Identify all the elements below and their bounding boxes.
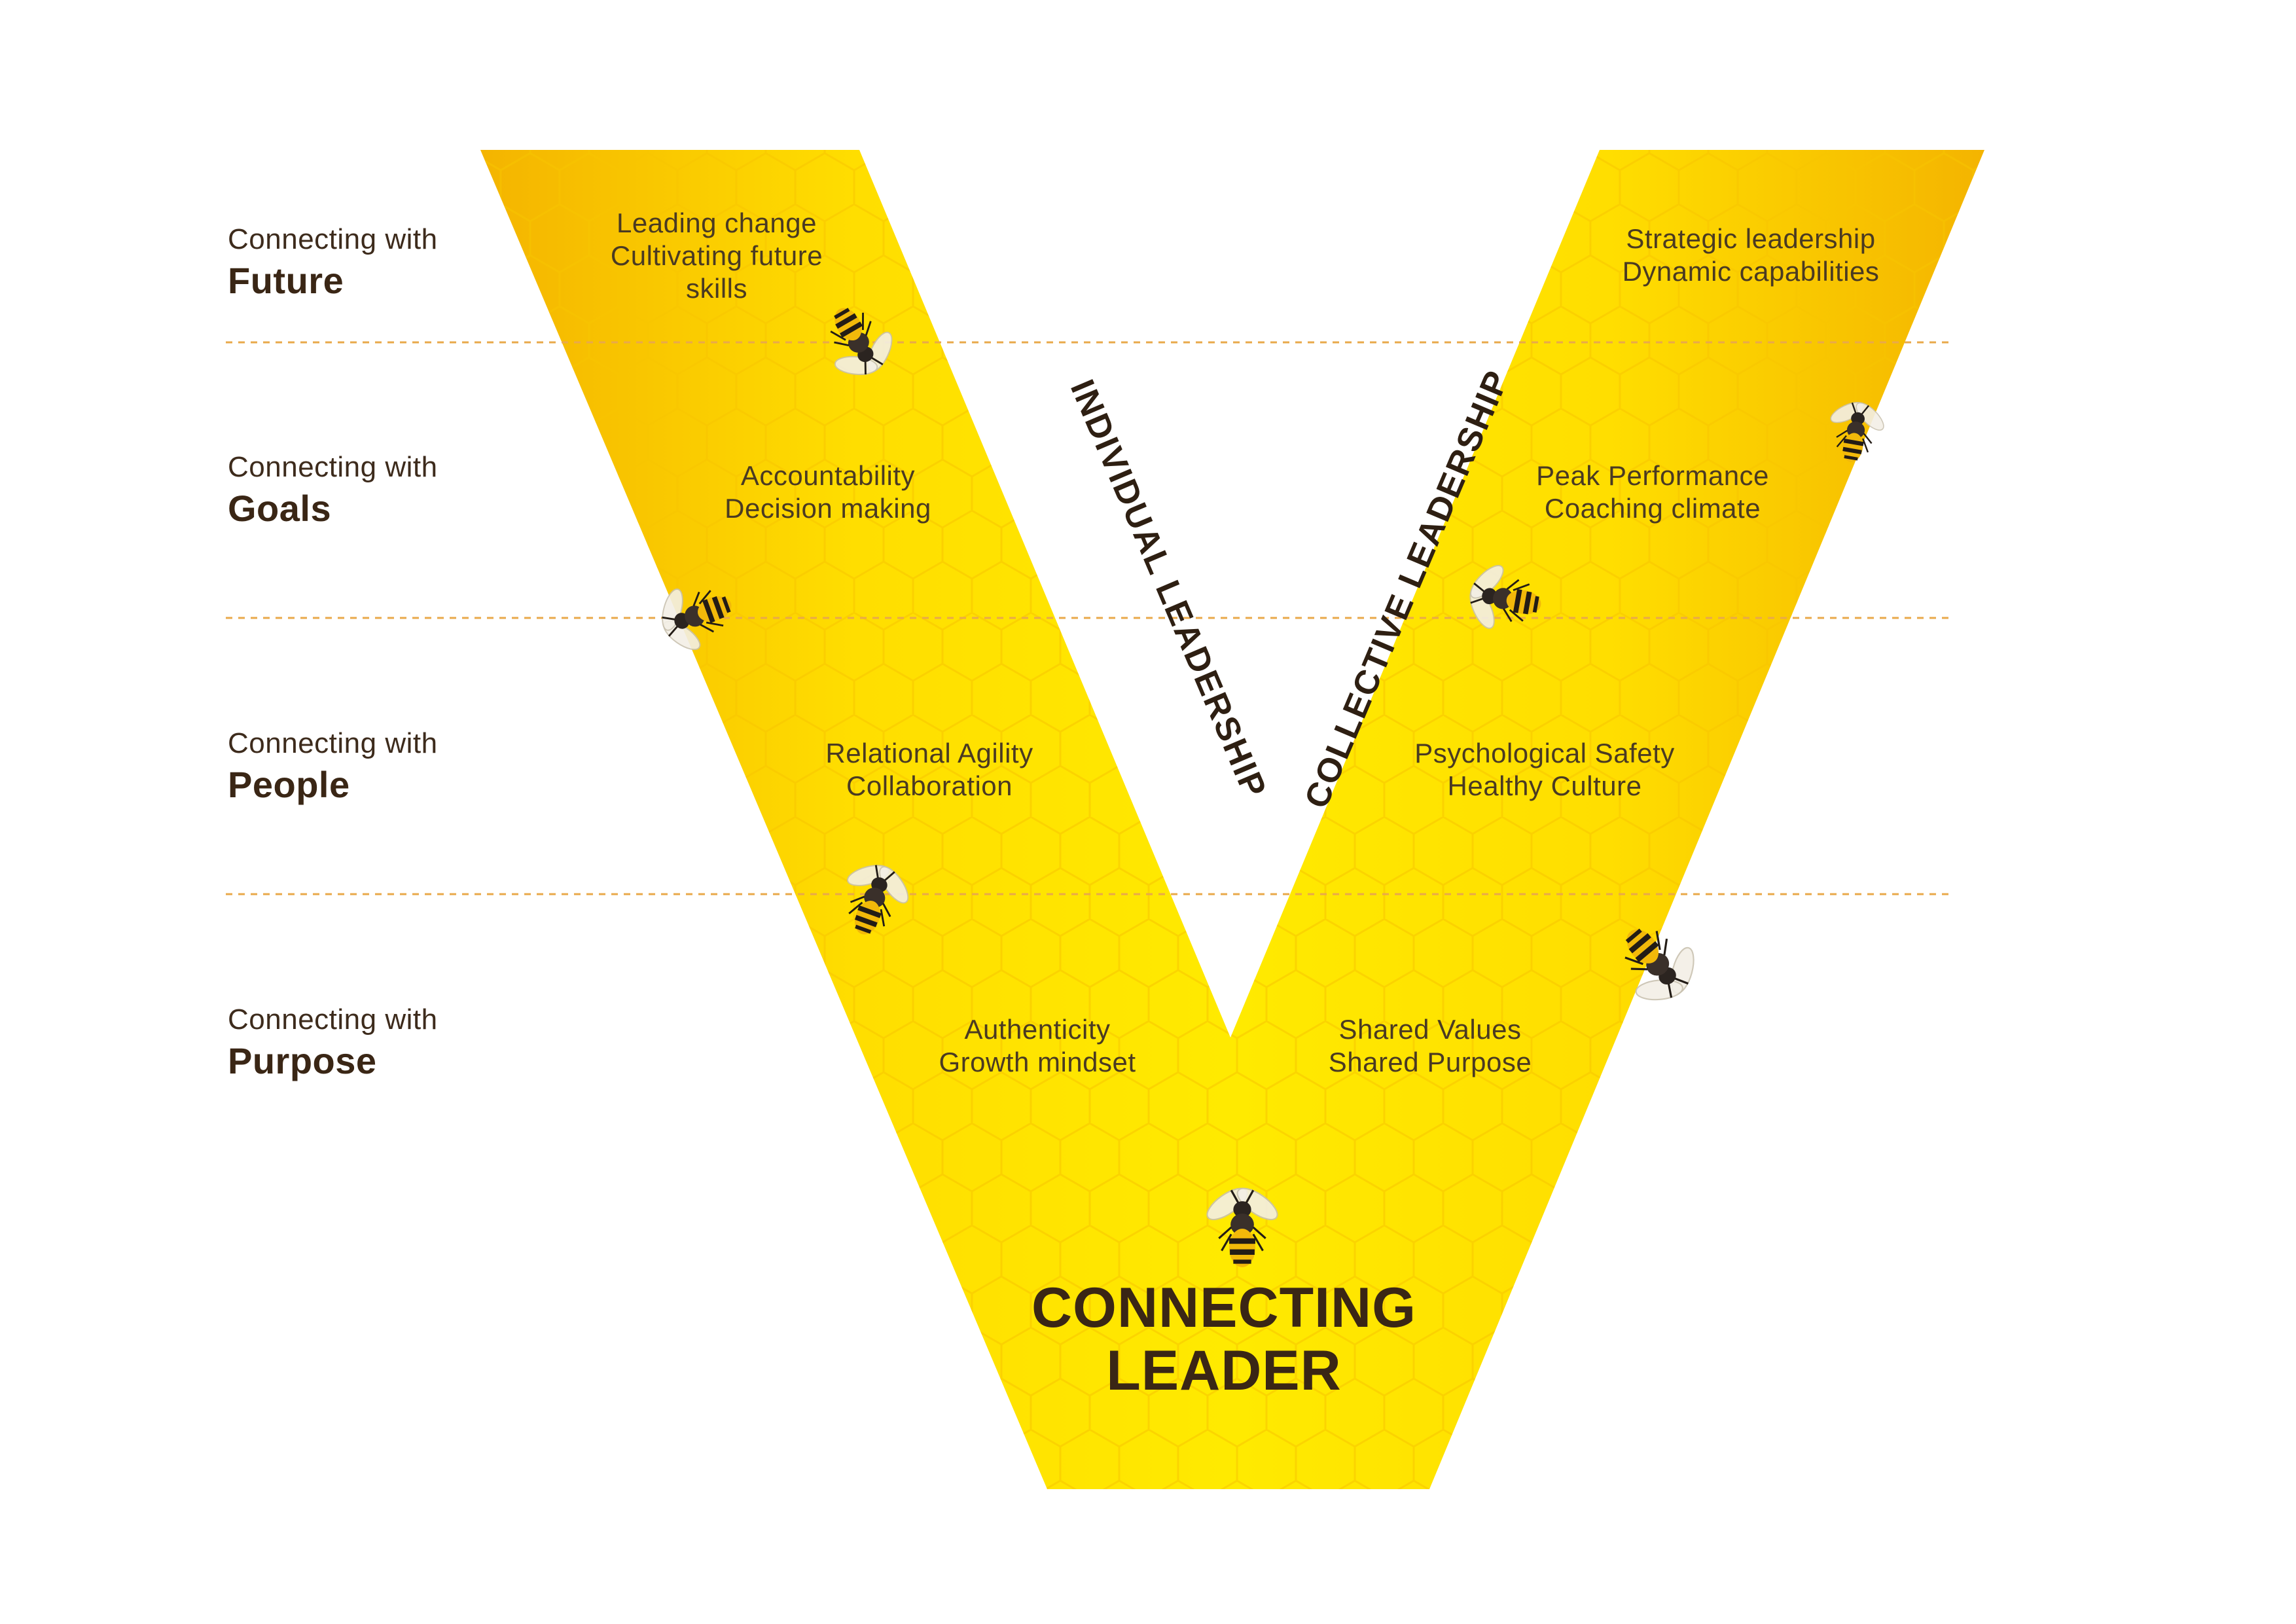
row-label-name: Goals <box>228 488 332 529</box>
row-label-purpose: Connecting with Purpose <box>228 1000 503 1083</box>
cell-line: Peak Performance <box>1536 460 1769 491</box>
right-cell-goals: Peak Performance Coaching climate <box>1469 460 1836 525</box>
row-label-prefix: Connecting with <box>228 1003 438 1036</box>
left-cell-purpose: Authenticity Growth mindset <box>854 1013 1221 1079</box>
right-cell-future: Strategic leadership Dynamic capabilitie… <box>1568 223 1934 288</box>
right-cell-people: Psychological Safety Healthy Culture <box>1361 737 1728 803</box>
cell-line: Leading change <box>617 208 817 238</box>
row-label-goals: Connecting with Goals <box>228 448 503 530</box>
cell-line: Cultivating future <box>610 240 823 271</box>
row-label-name: Future <box>228 260 344 301</box>
center-title: CONNECTING LEADER <box>962 1276 1486 1402</box>
left-cell-future: Leading change Cultivating future skills <box>533 207 900 305</box>
center-title-line: CONNECTING <box>1031 1276 1417 1339</box>
cell-line: Collaboration <box>846 770 1013 801</box>
cell-line: Authenticity <box>964 1014 1111 1045</box>
cell-line: Decision making <box>725 493 931 524</box>
cell-line: Dynamic capabilities <box>1622 256 1880 287</box>
right-cell-purpose: Shared Values Shared Purpose <box>1247 1013 1613 1079</box>
row-label-future: Connecting with Future <box>228 220 503 302</box>
cell-line: Psychological Safety <box>1414 738 1675 768</box>
cell-line: Shared Purpose <box>1328 1047 1532 1077</box>
cell-line: Relational Agility <box>825 738 1033 768</box>
cell-line: Growth mindset <box>939 1047 1136 1077</box>
cell-line: skills <box>686 273 747 304</box>
row-label-prefix: Connecting with <box>228 727 438 759</box>
cell-line: Coaching climate <box>1544 493 1761 524</box>
row-label-prefix: Connecting with <box>228 223 438 255</box>
left-cell-goals: Accountability Decision making <box>645 460 1011 525</box>
row-label-people: Connecting with People <box>228 724 503 806</box>
cell-line: Healthy Culture <box>1447 770 1642 801</box>
row-label-prefix: Connecting with <box>228 451 438 483</box>
cell-line: Accountability <box>740 460 916 491</box>
left-cell-people: Relational Agility Collaboration <box>746 737 1113 803</box>
row-label-name: Purpose <box>228 1040 377 1081</box>
row-label-name: People <box>228 764 350 805</box>
center-title-line: LEADER <box>1106 1339 1342 1402</box>
cell-line: Strategic leadership <box>1626 223 1876 254</box>
cell-line: Shared Values <box>1338 1014 1522 1045</box>
